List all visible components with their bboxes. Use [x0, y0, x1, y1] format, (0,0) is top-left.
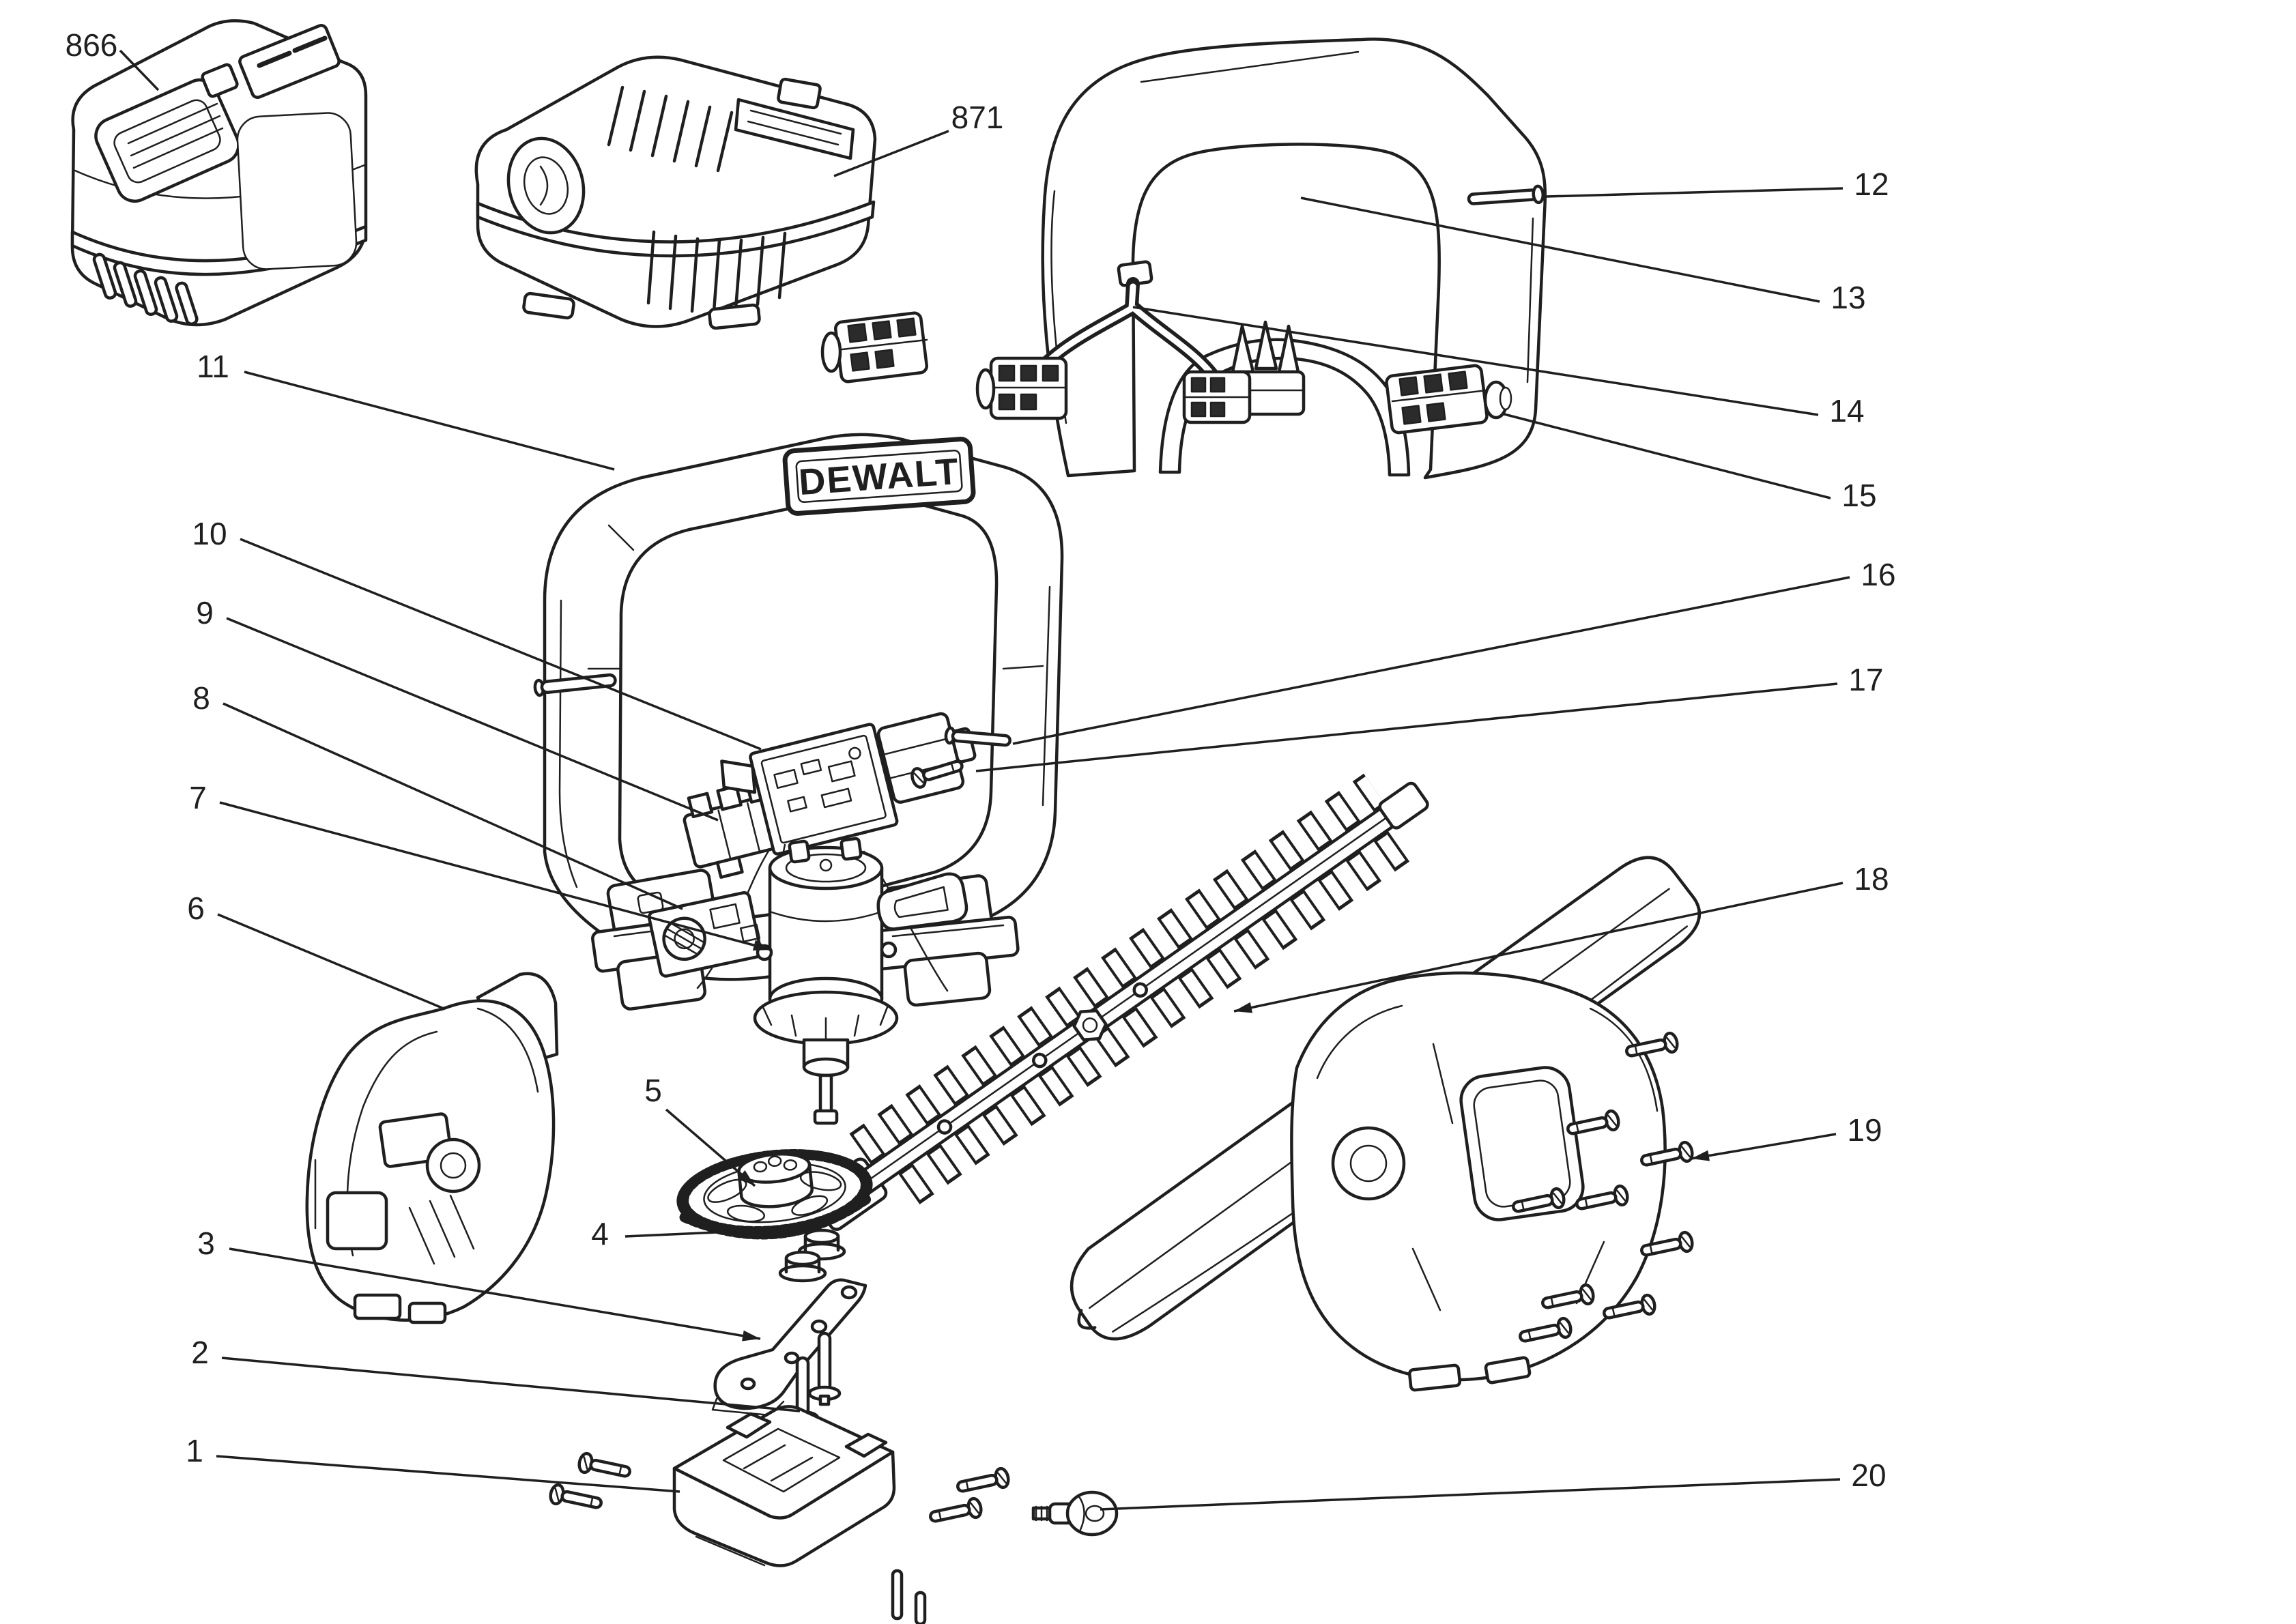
callout-label-17: 17	[1848, 662, 1883, 697]
gear	[676, 1149, 874, 1240]
switch-connector	[820, 311, 928, 383]
callout-arrow-18	[1234, 1002, 1253, 1013]
callout-leader-9	[226, 617, 719, 822]
brush-card	[647, 891, 763, 978]
callout-leader-4	[625, 1227, 810, 1238]
callout-leader-6	[217, 913, 444, 1010]
callout-leader-13	[1300, 197, 1820, 303]
callout-arrow-3	[742, 1330, 760, 1342]
callout-leader-7	[219, 801, 772, 951]
callout-label-2: 2	[191, 1335, 209, 1370]
callout-label-866: 866	[66, 27, 118, 63]
charger-vents-top	[607, 85, 734, 173]
wire-harness	[975, 260, 1252, 424]
callout-label-15: 15	[1841, 478, 1876, 513]
callout-leader-871	[833, 130, 949, 177]
blade-bushing	[780, 1252, 825, 1281]
callout-leader-5	[665, 1108, 756, 1187]
callout-label-1: 1	[186, 1433, 203, 1468]
right-housing	[1290, 971, 1667, 1392]
callout-leader-10	[240, 538, 762, 751]
motor	[753, 837, 899, 1125]
battery-pack	[70, 19, 368, 327]
callout-leader-20	[1100, 1478, 1841, 1511]
handle-badge: DEWALT	[782, 437, 976, 516]
blade-nut	[1072, 1009, 1108, 1041]
battery-rail	[201, 24, 341, 99]
guard-pivot-pin	[1467, 184, 1545, 205]
callout-label-7: 7	[189, 780, 207, 815]
base-screw	[577, 1452, 631, 1481]
base-screw	[929, 1497, 983, 1526]
hand-guard	[1041, 38, 1547, 480]
callout-leader-19	[1691, 1133, 1837, 1160]
callout-label-9: 9	[196, 595, 214, 630]
callout-leader-18	[1233, 882, 1843, 1013]
callout-leader-866	[119, 49, 160, 91]
motor-grommet	[876, 872, 968, 931]
wing-knob	[1031, 1490, 1119, 1537]
callout-label-12: 12	[1854, 166, 1889, 202]
callout-label-18: 18	[1854, 861, 1889, 897]
callout-label-14: 14	[1829, 393, 1864, 429]
callout-label-20: 20	[1851, 1458, 1886, 1493]
callout-arrow-19	[1691, 1150, 1710, 1161]
handle-bolt	[944, 726, 1011, 747]
pivot-screw	[807, 1331, 842, 1406]
bottom-pin	[891, 1569, 904, 1621]
callout-label-10: 10	[192, 516, 227, 551]
bottom-pin	[914, 1591, 927, 1624]
callout-label-3: 3	[197, 1226, 215, 1261]
battery-vents	[92, 252, 199, 326]
callout-label-19: 19	[1847, 1112, 1882, 1148]
base-plate	[672, 1405, 896, 1567]
left-housing	[305, 972, 559, 1324]
callout-leader-1	[216, 1455, 680, 1493]
base-screw	[549, 1483, 603, 1513]
harness-connector-right	[1182, 370, 1252, 424]
callout-leader-14	[1132, 306, 1819, 416]
callout-label-11: 11	[197, 349, 229, 384]
callout-arrow-5	[738, 1170, 755, 1186]
callout-leader-16	[1012, 576, 1850, 745]
callout-leader-11	[244, 371, 615, 471]
callout-label-5: 5	[644, 1073, 662, 1108]
harness-connector-left	[975, 356, 1068, 420]
callout-leader-15	[1501, 412, 1831, 499]
charger-vents-bottom	[646, 230, 787, 313]
base-screw	[956, 1467, 1010, 1496]
charger-band	[476, 200, 876, 258]
callout-label-871: 871	[951, 100, 1004, 135]
charger-rail	[734, 77, 855, 160]
handle-pin	[533, 673, 617, 697]
callout-leader-2	[221, 1357, 801, 1412]
callout-label-13: 13	[1831, 280, 1865, 315]
callout-label-8: 8	[192, 680, 210, 716]
callout-leader-12	[1546, 187, 1843, 198]
callout-label-4: 4	[591, 1216, 609, 1251]
module-connector	[1385, 364, 1512, 435]
blade-holder-plate	[711, 1278, 867, 1417]
callout-leader-17	[975, 682, 1838, 772]
callout-leader-3	[229, 1247, 761, 1340]
callout-layer: 866 871 11 10 9 8 7 6 5 4 3 2 1 12 13 14 15 16 17 18 19 20	[66, 27, 1896, 1511]
callout-label-6: 6	[187, 890, 205, 926]
callout-label-16: 16	[1861, 557, 1895, 592]
callout-leader-8	[223, 702, 683, 910]
battery-charger	[474, 55, 877, 330]
callout-arrow-4	[791, 1223, 809, 1235]
callout-arrow-7	[752, 940, 771, 951]
